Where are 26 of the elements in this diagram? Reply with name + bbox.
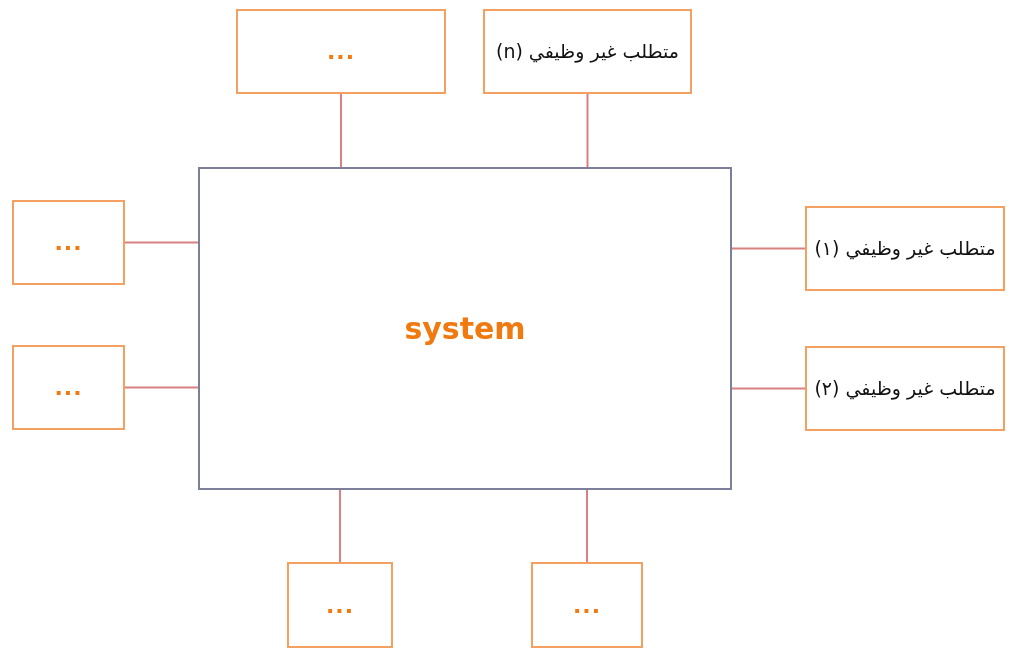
requirement-box: [805, 206, 1005, 291]
system-box: [198, 167, 732, 490]
requirement-box: [483, 9, 692, 94]
connector-line: [586, 93, 589, 168]
requirement-box: [12, 200, 125, 285]
requirement-box: [287, 562, 393, 648]
requirement-label: متطلب غير وظيفي (n): [494, 39, 681, 64]
ellipsis-label: ...: [572, 592, 602, 618]
connector-line: [339, 489, 341, 563]
ellipsis-label: ...: [326, 39, 356, 64]
connector-line: [731, 247, 806, 250]
requirement-label: متطلب غير وظيفي (٢): [813, 376, 997, 401]
connector-line: [340, 93, 342, 168]
requirement-box: [236, 9, 446, 94]
ellipsis-label: ...: [54, 375, 83, 400]
requirement-box: [531, 562, 643, 648]
connector-line: [586, 489, 588, 563]
connector-line: [731, 387, 806, 390]
connector-line: [124, 241, 199, 244]
requirement-label: متطلب غير وظيفي (١): [813, 236, 997, 261]
requirement-box: [805, 346, 1005, 431]
ellipsis-label: ...: [325, 592, 355, 618]
connector-line: [124, 386, 199, 389]
system-label: system: [404, 311, 526, 346]
ellipsis-label: ...: [54, 230, 83, 255]
requirement-box: [12, 345, 125, 430]
